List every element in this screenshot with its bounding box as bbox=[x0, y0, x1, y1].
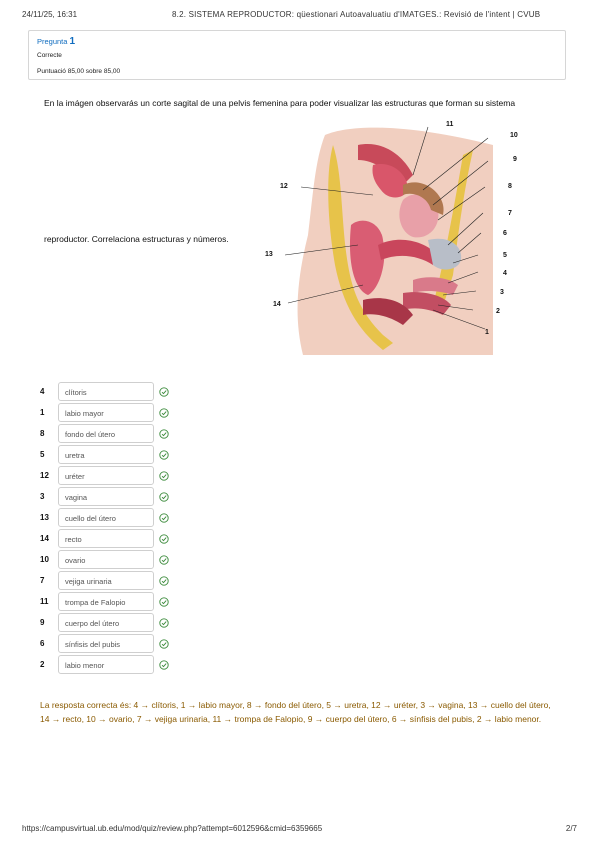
correct-check-icon bbox=[159, 576, 169, 586]
diagram-label: 4 bbox=[503, 270, 507, 277]
correct-check-icon bbox=[159, 513, 169, 523]
diagram-label: 7 bbox=[508, 210, 512, 217]
answer-number: 12 bbox=[40, 471, 49, 480]
answer-number: 6 bbox=[40, 639, 45, 648]
answer-row: 9 cuerpo del útero bbox=[40, 613, 180, 633]
correct-check-icon bbox=[159, 660, 169, 670]
correct-answer-feedback: La resposta correcta és: 4 → clítoris, 1… bbox=[40, 700, 551, 724]
question-number: 1 bbox=[69, 36, 76, 47]
diagram-label: 11 bbox=[446, 121, 454, 128]
answer-select[interactable]: uréter bbox=[58, 466, 154, 485]
answer-row: 12 uréter bbox=[40, 466, 180, 486]
answer-row: 11 trompa de Falopio bbox=[40, 592, 180, 612]
answer-row: 3 vagina bbox=[40, 487, 180, 507]
question-text-line2: reproductor. Correlaciona estructuras y … bbox=[44, 234, 229, 244]
answer-row: 7 vejiga urinaria bbox=[40, 571, 180, 591]
diagram-label: 5 bbox=[503, 252, 507, 259]
answer-row: 5 uretra bbox=[40, 445, 180, 465]
print-title: 8.2. SISTEMA REPRODUCTOR: qüestionari Au… bbox=[172, 10, 541, 19]
answer-number: 11 bbox=[40, 597, 49, 606]
diagram-label: 10 bbox=[510, 132, 518, 139]
correct-check-icon bbox=[159, 387, 169, 397]
answer-select[interactable]: clítoris bbox=[58, 382, 154, 401]
answer-number: 9 bbox=[40, 618, 45, 627]
correct-check-icon bbox=[159, 492, 169, 502]
correct-check-icon bbox=[159, 639, 169, 649]
correct-check-icon bbox=[159, 408, 169, 418]
answer-number: 3 bbox=[40, 492, 45, 501]
question-score: Puntuació 85,00 sobre 85,00 bbox=[37, 68, 121, 75]
print-date: 24/11/25, 16:31 bbox=[22, 10, 78, 19]
answer-row: 2 labio menor bbox=[40, 655, 180, 675]
answer-select[interactable]: recto bbox=[58, 529, 154, 548]
answer-select[interactable]: fondo del útero bbox=[58, 424, 154, 443]
answer-number: 7 bbox=[40, 576, 45, 585]
correct-check-icon bbox=[159, 555, 169, 565]
answer-row: 6 sínfisis del pubis bbox=[40, 634, 180, 654]
diagram-label: 3 bbox=[500, 289, 504, 296]
diagram-label: 12 bbox=[280, 183, 288, 190]
diagram-label: 8 bbox=[508, 183, 512, 190]
correct-check-icon bbox=[159, 429, 169, 439]
answer-number: 1 bbox=[40, 408, 45, 417]
answer-row: 13 cuello del útero bbox=[40, 508, 180, 528]
answer-select[interactable]: ovario bbox=[58, 550, 154, 569]
diagram-label: 14 bbox=[273, 301, 281, 308]
correct-check-icon bbox=[159, 450, 169, 460]
diagram-label: 1 bbox=[485, 329, 489, 336]
answer-select[interactable]: vagina bbox=[58, 487, 154, 506]
answer-number: 5 bbox=[40, 450, 45, 459]
answer-number: 2 bbox=[40, 660, 45, 669]
correct-check-icon bbox=[159, 597, 169, 607]
answer-row: 14 recto bbox=[40, 529, 180, 549]
correct-check-icon bbox=[159, 618, 169, 628]
diagram-label: 2 bbox=[496, 308, 500, 315]
diagram-label: 13 bbox=[265, 251, 273, 258]
answer-row: 10 ovario bbox=[40, 550, 180, 570]
question-info-box: Pregunta 1 Correcte Puntuació 85,00 sobr… bbox=[28, 30, 566, 80]
answer-select[interactable]: cuello del útero bbox=[58, 508, 154, 527]
answer-select[interactable]: uretra bbox=[58, 445, 154, 464]
answer-row: 8 fondo del útero bbox=[40, 424, 180, 444]
print-url: https://campusvirtual.ub.edu/mod/quiz/re… bbox=[22, 824, 323, 833]
answer-select[interactable]: cuerpo del útero bbox=[58, 613, 154, 632]
question-state: Correcte bbox=[37, 52, 62, 59]
answer-number: 8 bbox=[40, 429, 45, 438]
pelvis-sagittal-image: 1 2 3 4 5 6 7 8 9 10 11 12 13 14 bbox=[265, 121, 518, 355]
answer-row: 4 clítoris bbox=[40, 382, 180, 402]
answer-select[interactable]: vejiga urinaria bbox=[58, 571, 154, 590]
answer-select[interactable]: labio menor bbox=[58, 655, 154, 674]
answer-number: 14 bbox=[40, 534, 49, 543]
answer-select[interactable]: sínfisis del pubis bbox=[58, 634, 154, 653]
answer-select[interactable]: labio mayor bbox=[58, 403, 154, 422]
diagram-label: 9 bbox=[513, 156, 517, 163]
answer-row: 1 labio mayor bbox=[40, 403, 180, 423]
answer-number: 4 bbox=[40, 387, 45, 396]
answer-number: 13 bbox=[40, 513, 49, 522]
question-number-label: Pregunta 1 bbox=[37, 36, 76, 47]
correct-check-icon bbox=[159, 471, 169, 481]
question-text-line1: En la imágen observarás un corte sagital… bbox=[44, 98, 516, 108]
correct-check-icon bbox=[159, 534, 169, 544]
diagram-label: 6 bbox=[503, 230, 507, 237]
answer-select[interactable]: trompa de Falopio bbox=[58, 592, 154, 611]
answer-number: 10 bbox=[40, 555, 49, 564]
page-number: 2/7 bbox=[565, 824, 577, 833]
